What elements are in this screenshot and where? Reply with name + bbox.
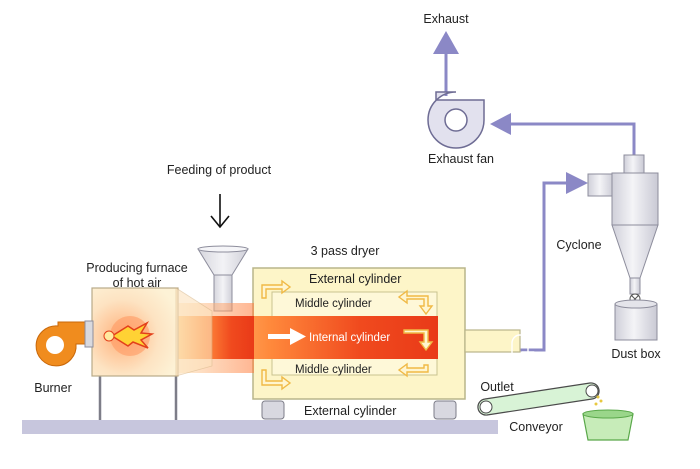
label-feeding-of-product: Feeding of product xyxy=(167,163,272,177)
cylinder-flow-arrows xyxy=(261,279,434,391)
label-conveyor: Conveyor xyxy=(509,420,563,434)
exhaust-fan-icon xyxy=(427,91,485,149)
flame-icon xyxy=(103,316,155,356)
dryer-feet xyxy=(261,400,457,420)
feed-hopper xyxy=(197,245,249,312)
label-middle-cylinder-bottom: Middle cylinder xyxy=(295,364,372,376)
outlet-flow-arrow xyxy=(511,334,535,361)
label-outlet: Outlet xyxy=(480,380,514,394)
label-cyclone: Cyclone xyxy=(556,238,601,252)
label-external-cylinder-top: External cylinder xyxy=(309,272,401,286)
label-exhaust-fan: Exhaust fan xyxy=(428,152,494,166)
label-middle-cylinder-top: Middle cylinder xyxy=(295,298,372,310)
label-furnace-line2: of hot air xyxy=(113,276,162,290)
dust-box xyxy=(614,299,658,341)
outlet-duct xyxy=(464,329,521,353)
feed-arrow-icon xyxy=(210,194,230,229)
label-burner: Burner xyxy=(34,381,72,395)
flow-arrow-to-cyclone xyxy=(566,172,588,194)
product-bin xyxy=(582,409,634,441)
exhaust-flow-lines xyxy=(444,52,636,352)
label-dust-box: Dust box xyxy=(611,347,661,361)
cyclone xyxy=(587,154,659,305)
burner-fan-icon xyxy=(35,320,94,367)
internal-flow-arrow xyxy=(268,328,306,345)
label-exhaust: Exhaust xyxy=(423,12,469,26)
flow-arrow-exhaust xyxy=(433,31,459,54)
label-internal-cylinder: Internal cylinder xyxy=(309,332,390,344)
furnace-legs xyxy=(98,376,178,420)
label-3-pass-dryer: 3 pass dryer xyxy=(311,244,380,258)
floor xyxy=(22,420,498,434)
label-furnace-line1: Producing furnace xyxy=(86,261,188,275)
flow-arrow-to-fan xyxy=(490,113,511,135)
conveyor xyxy=(477,382,603,416)
label-external-cylinder-bottom: External cylinder xyxy=(304,404,396,418)
